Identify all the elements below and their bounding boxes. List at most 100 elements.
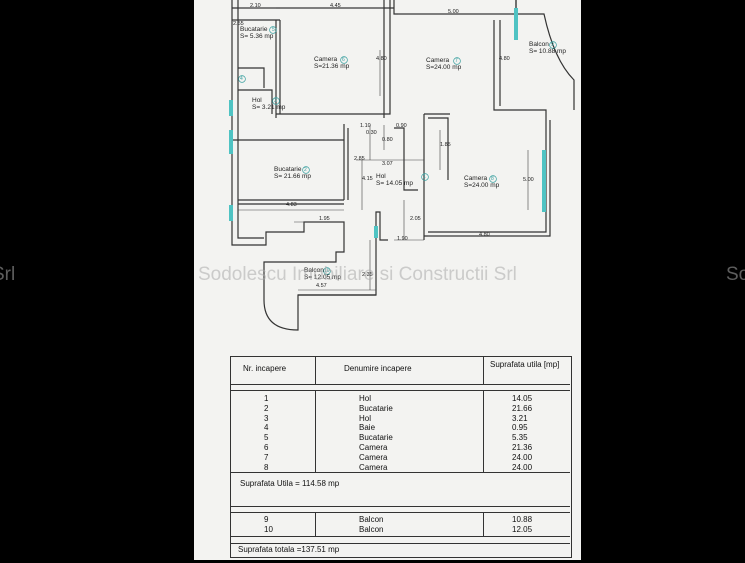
dimension-label: 4.45 [330,3,341,9]
table-cell-nr: 7 [264,452,269,462]
table-cell-area: 10.88 [512,515,533,524]
table-cell-area: 21.66 [512,403,533,413]
room-badge-number: 3 [274,98,277,104]
table-cell-name: Bucatarie [359,403,393,413]
room-badge-number: 10 [324,268,330,274]
table-cell-name: Hol [359,394,372,403]
table-divider [315,390,316,472]
table-header-nr: Nr. incapere [243,364,287,373]
table-divider [483,512,484,536]
table-cell-name: Balcon [359,515,384,524]
area-table [230,356,572,558]
table-cell-nr: 4 [264,423,269,433]
room-area: S=24.00 mp [426,63,462,71]
floor-plan-drawing [229,0,575,331]
dimension-label: 1.95 [319,216,330,222]
dimension-label: 4.80 [479,232,490,238]
watermark-left: Srl [0,264,16,285]
room-label-bucatarie-5: Bucatarie S= 5.36 mp [240,26,274,40]
room-badge-number: 6 [342,57,345,63]
table-cell-area: 14.05 [512,394,533,403]
table-cell-nr: 5 [264,433,269,443]
table-cell-name: Hol [359,413,372,423]
dimension-label: 4.80 [499,56,510,62]
table-cell-nr: 1 [264,394,269,403]
table-divider [230,472,570,473]
room-area: S= 5.36 mp [240,32,274,40]
table-divider [483,356,484,384]
table-cell-area: 5.35 [512,433,528,443]
room-name: Hol [252,97,262,104]
room-badge-number: 7 [455,58,458,64]
room-badges [238,26,557,275]
room-name: Hol [376,173,386,180]
table-header-name: Denumire incapere [344,364,412,373]
watermark-center: Sodolescu Imobiliare si Constructii Srl [198,264,517,285]
dimension-label: 0.90 [396,123,407,129]
table-cell-name: Baie [359,423,376,433]
table-cell-area: 21.36 [512,443,533,452]
room-label-camera-7: Camera S=24.00 mp [426,57,462,71]
room-name: Bucatarie [274,166,302,173]
table-cell-nr: 3 [264,413,269,423]
room-area: S=24.00 mp [464,181,500,189]
table-cell-nr: 8 [264,462,269,472]
table-cell-nr: 6 [264,443,269,452]
dimension-label: 5.00 [523,177,534,183]
dimension-label: 4.15 [362,176,373,182]
table-cell-name: Camera [359,443,388,452]
dimension-label: 1.85 [440,142,451,148]
table-cell-name: Camera [359,462,388,472]
room-label-hol-3: Hol S= 3.21 mp [252,97,286,111]
room-badge-number-4: 4 [240,76,243,82]
dimension-label: 1.90 [397,236,408,242]
table-cell-nr: 10 [264,525,273,534]
table-cell-name: Camera [359,452,388,462]
dimension-label: 2.10 [250,3,261,9]
room-label-balcon-10: Balcon S= 12.05 mp [304,267,342,281]
room-name: Balcon [304,267,324,274]
table-divider [230,536,570,537]
table-divider [230,543,570,544]
room-area: S= 10.88 mp [529,47,567,55]
room-label-camera-8: Camera S=24.00 mp [464,175,500,189]
room-badge-number: 9 [551,42,554,48]
dimension-label: 2.35 [362,272,373,278]
dimension-label: 4.80 [376,56,387,62]
table-divider [483,390,484,472]
room-area: S= 3.21 mp [252,103,286,111]
table-cell-name: Bucatarie [359,433,393,443]
room-label-hol-1: Hol S= 14.05 mp [376,173,414,187]
dimension-label: 4.83 [286,202,297,208]
table-divider [315,512,316,536]
room-name: Bucatarie [240,26,268,33]
room-label-balcon-9: Balcon S= 10.88 mp [529,41,567,55]
room-label-camera-6: Camera S=21.36 mp [314,56,350,70]
room-label-bucatarie-2: Bucatarie S= 21.66 mp [274,166,311,180]
room-area: S=21.36 mp [314,62,350,70]
dimension-label: 0.30 [366,130,377,136]
table-header-area: Suprafata utila [mp] [490,360,560,369]
table-cell-area: 3.21 [512,413,528,423]
table-cell-area: 24.00 [512,452,533,462]
room-badge-number: 1 [423,174,426,180]
room-name: Camera [426,57,450,64]
room-badge-number: 2 [304,167,307,173]
table-cell-name: Balcon [359,525,384,534]
room-name: Camera [314,56,338,63]
dimension-label: 5.00 [448,9,459,15]
room-name: Balcon [529,41,549,48]
table-divider [230,506,570,507]
plan-dimension-lines [238,7,546,291]
table-divider [315,356,316,384]
room-name: Camera [464,175,488,182]
room-area: S= 12.05 mp [304,273,342,281]
room-area: S= 14.05 mp [376,179,414,187]
table-divider [230,390,570,391]
dimension-label: 3.07 [382,161,393,167]
dimension-label: 2.05 [410,216,421,222]
table-divider [230,384,570,385]
plan-windows [229,8,546,238]
dimension-label: 0.80 [382,137,393,143]
dimension-label: 1.10 [360,123,371,129]
